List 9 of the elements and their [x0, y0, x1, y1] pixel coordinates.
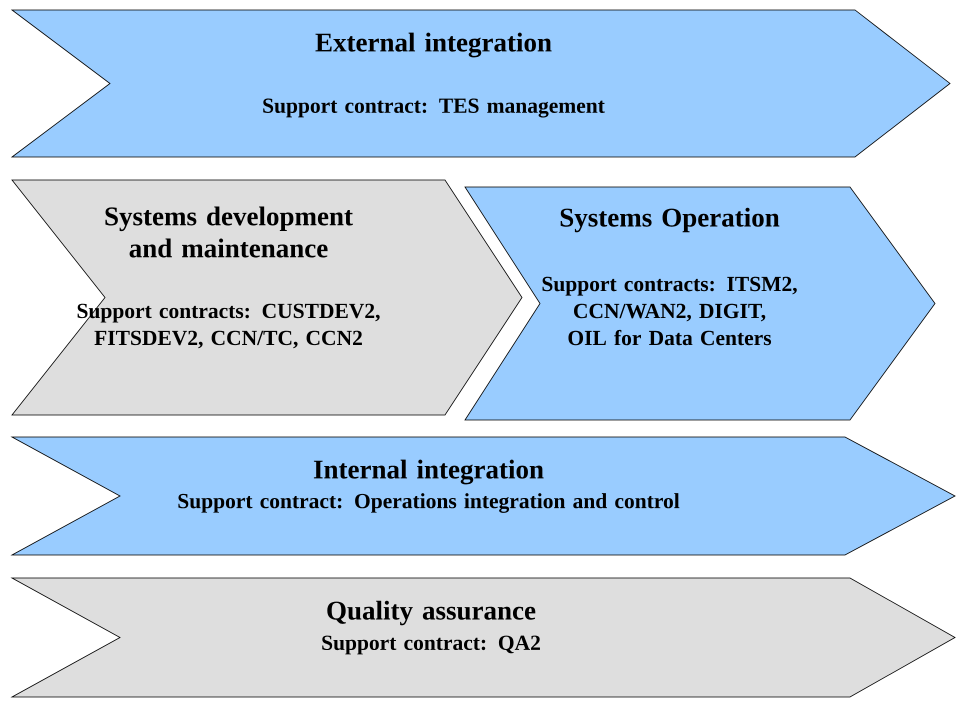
heading: Systems Operation	[560, 208, 780, 232]
body-text: Support contract: QA2	[322, 636, 540, 654]
body-text: Support contract: TES management	[263, 98, 605, 118]
body-text: Support contracts: ITSM2, CCN/WAN2, DIGIT, OIL for Data Centers	[542, 276, 797, 346]
body-text: Support contract: Operations integration and control	[178, 493, 680, 513]
heading: External integration	[315, 32, 552, 58]
heading: Systems development and maintenance	[105, 206, 353, 258]
heading: Quality assurance	[327, 600, 536, 626]
heading: Internal integration	[314, 460, 544, 484]
